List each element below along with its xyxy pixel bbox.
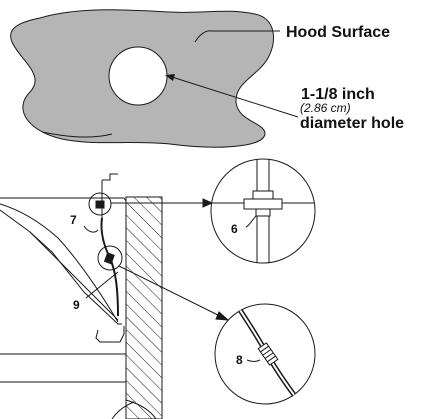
detail-8-leader (118, 265, 225, 319)
lower-curve-2 (111, 401, 135, 419)
hood-brace-inner (29, 231, 119, 321)
callout-7: 7 (70, 213, 77, 227)
latch-bracket (95, 326, 125, 343)
callout-6: 6 (231, 222, 238, 236)
detail-circle-6-source (88, 192, 112, 216)
hose-connector (103, 252, 115, 265)
hood-surface-view: Hood Surface 1-1/8 inch (2.86 cm) diamet… (10, 9, 404, 148)
hole-leader-arrowhead (165, 74, 175, 81)
hole-size-label: 1-1/8 inch (301, 86, 375, 103)
callout-8: 8 (236, 353, 243, 367)
hood-surface-label: Hood Surface (286, 24, 390, 41)
hood-edge-line (41, 131, 113, 138)
hood-brace-outer (0, 209, 122, 325)
callout-9: 9 (73, 298, 80, 312)
callout-7-leader (83, 225, 99, 233)
detail-circle-8-source (97, 245, 123, 271)
installation-section-view (0, 173, 230, 419)
callout-6-leader (245, 215, 257, 228)
hood-top-lip (114, 197, 127, 202)
hood-surface-leader (194, 30, 280, 43)
nozzle-body (95, 200, 105, 209)
hole-metric-label: (2.86 cm) (300, 101, 351, 115)
detail-circle-connector (214, 303, 316, 405)
hole-caption-label: diameter hole (300, 115, 404, 132)
lower-curve (125, 399, 157, 419)
detail-circle-nozzle (210, 158, 316, 264)
hood-inner-panel (0, 203, 119, 323)
washer-hose (100, 217, 119, 317)
callout-8-leader (246, 359, 261, 362)
callout-9-leader (85, 271, 119, 299)
hole-leader (171, 76, 299, 118)
detail-8-arrowhead (215, 311, 230, 321)
hatched-panel (125, 196, 163, 419)
mounting-hole (108, 46, 168, 106)
nozzle-bracket (102, 173, 118, 181)
detail-6-arrowhead (202, 198, 214, 208)
